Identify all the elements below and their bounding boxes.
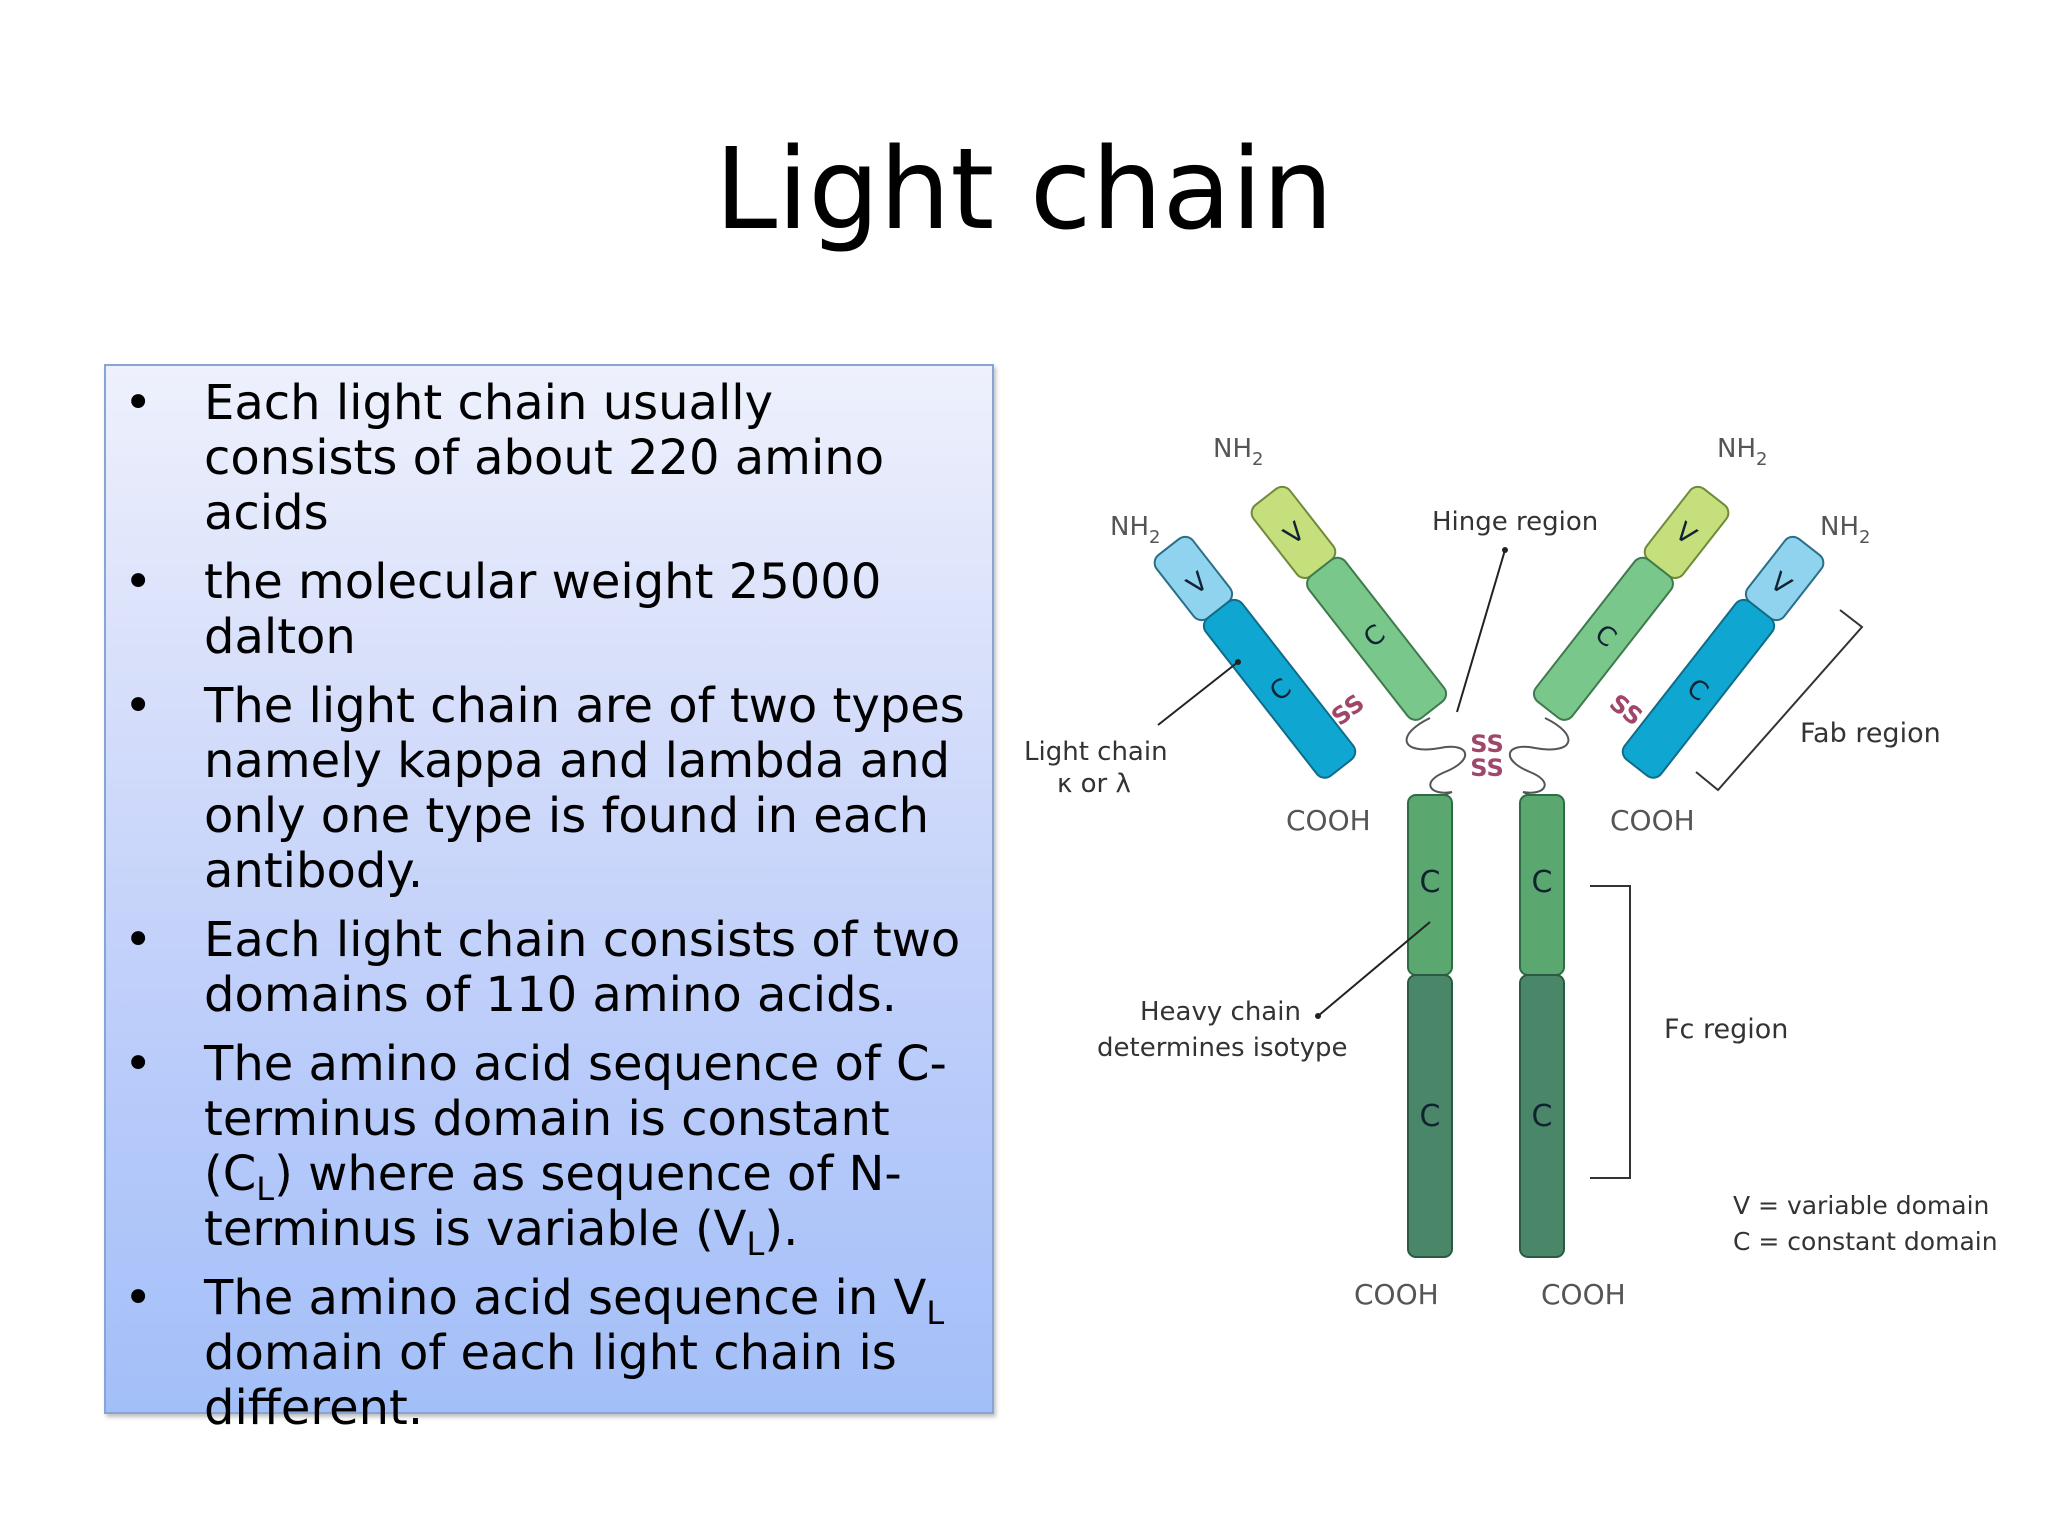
nh2-label: NH2 <box>1110 512 1160 548</box>
svg-text:C: C <box>1532 865 1553 900</box>
light-chain-label: Light chain <box>1024 737 1168 767</box>
heavy-chain-isotype-label: determines isotype <box>1097 1033 1348 1063</box>
hinge-squiggle-left <box>1405 717 1466 794</box>
pointer-dot <box>1315 1013 1321 1019</box>
pointer-dot <box>1502 547 1508 553</box>
bullet-item: The light chain are of two types namely … <box>106 679 992 899</box>
nh2-label: NH2 <box>1820 512 1870 548</box>
fc-bracket <box>1590 885 1631 1179</box>
heavy-chain-label: Heavy chain <box>1140 997 1301 1027</box>
light-chain-type-label: κ or λ <box>1057 769 1131 799</box>
legend-constant: C = constant domain <box>1733 1227 1998 1256</box>
bullet-item: Each light chain consists of two domains… <box>106 913 992 1023</box>
bullet-item: Each light chain usually consists of abo… <box>106 376 992 541</box>
bullet-item: the molecular weight 25000 dalton <box>106 555 992 665</box>
fab-bracket <box>1695 609 1864 792</box>
slide-title: Light chain <box>714 125 1334 255</box>
heavy-chain-pointer <box>1317 921 1431 1017</box>
hinge-region-label: Hinge region <box>1432 507 1598 537</box>
ss-bond-hinge: SS <box>1470 730 1504 758</box>
heavy-chain-fab-right: V C <box>1532 485 1730 721</box>
pointer-dot <box>1235 659 1241 665</box>
heavy-chain-fab-left: V C <box>1250 485 1448 721</box>
nh2-label: NH2 <box>1213 434 1263 470</box>
heavy-chain-fc-right: C C <box>1519 794 1565 1258</box>
antibody-diagram: V C V C V C V C SS SS SS SS C C C C <box>1024 434 1998 1311</box>
bullet-text-box: Each light chain usually consists of abo… <box>104 364 994 1436</box>
cooh-label: COOH <box>1610 804 1695 837</box>
ss-bond-hinge: SS <box>1470 754 1504 782</box>
cooh-label: COOH <box>1286 804 1371 837</box>
light-chain-pointer <box>1157 661 1239 726</box>
nh2-label: NH2 <box>1717 434 1767 470</box>
bullet-list: Each light chain usually consists of abo… <box>106 366 992 1436</box>
hinge-pointer <box>1456 549 1506 713</box>
svg-text:C: C <box>1420 865 1441 900</box>
light-chain-left: V C <box>1153 535 1357 779</box>
fc-region-label: Fc region <box>1664 1014 1788 1045</box>
fab-region-label: Fab region <box>1800 718 1941 749</box>
cooh-label: COOH <box>1354 1278 1439 1311</box>
hinge-squiggle-right <box>1509 717 1570 794</box>
svg-text:C: C <box>1420 1099 1441 1134</box>
svg-text:C: C <box>1532 1099 1553 1134</box>
light-chain-right: V C <box>1621 535 1825 779</box>
bullet-item: The amino acid sequence in VL domain of … <box>106 1271 992 1436</box>
legend-variable: V = variable domain <box>1733 1191 1989 1220</box>
cooh-label: COOH <box>1541 1278 1626 1311</box>
bullet-item: The amino acid sequence of C-terminus do… <box>106 1037 992 1261</box>
heavy-chain-fc-left: C C <box>1407 794 1453 1258</box>
